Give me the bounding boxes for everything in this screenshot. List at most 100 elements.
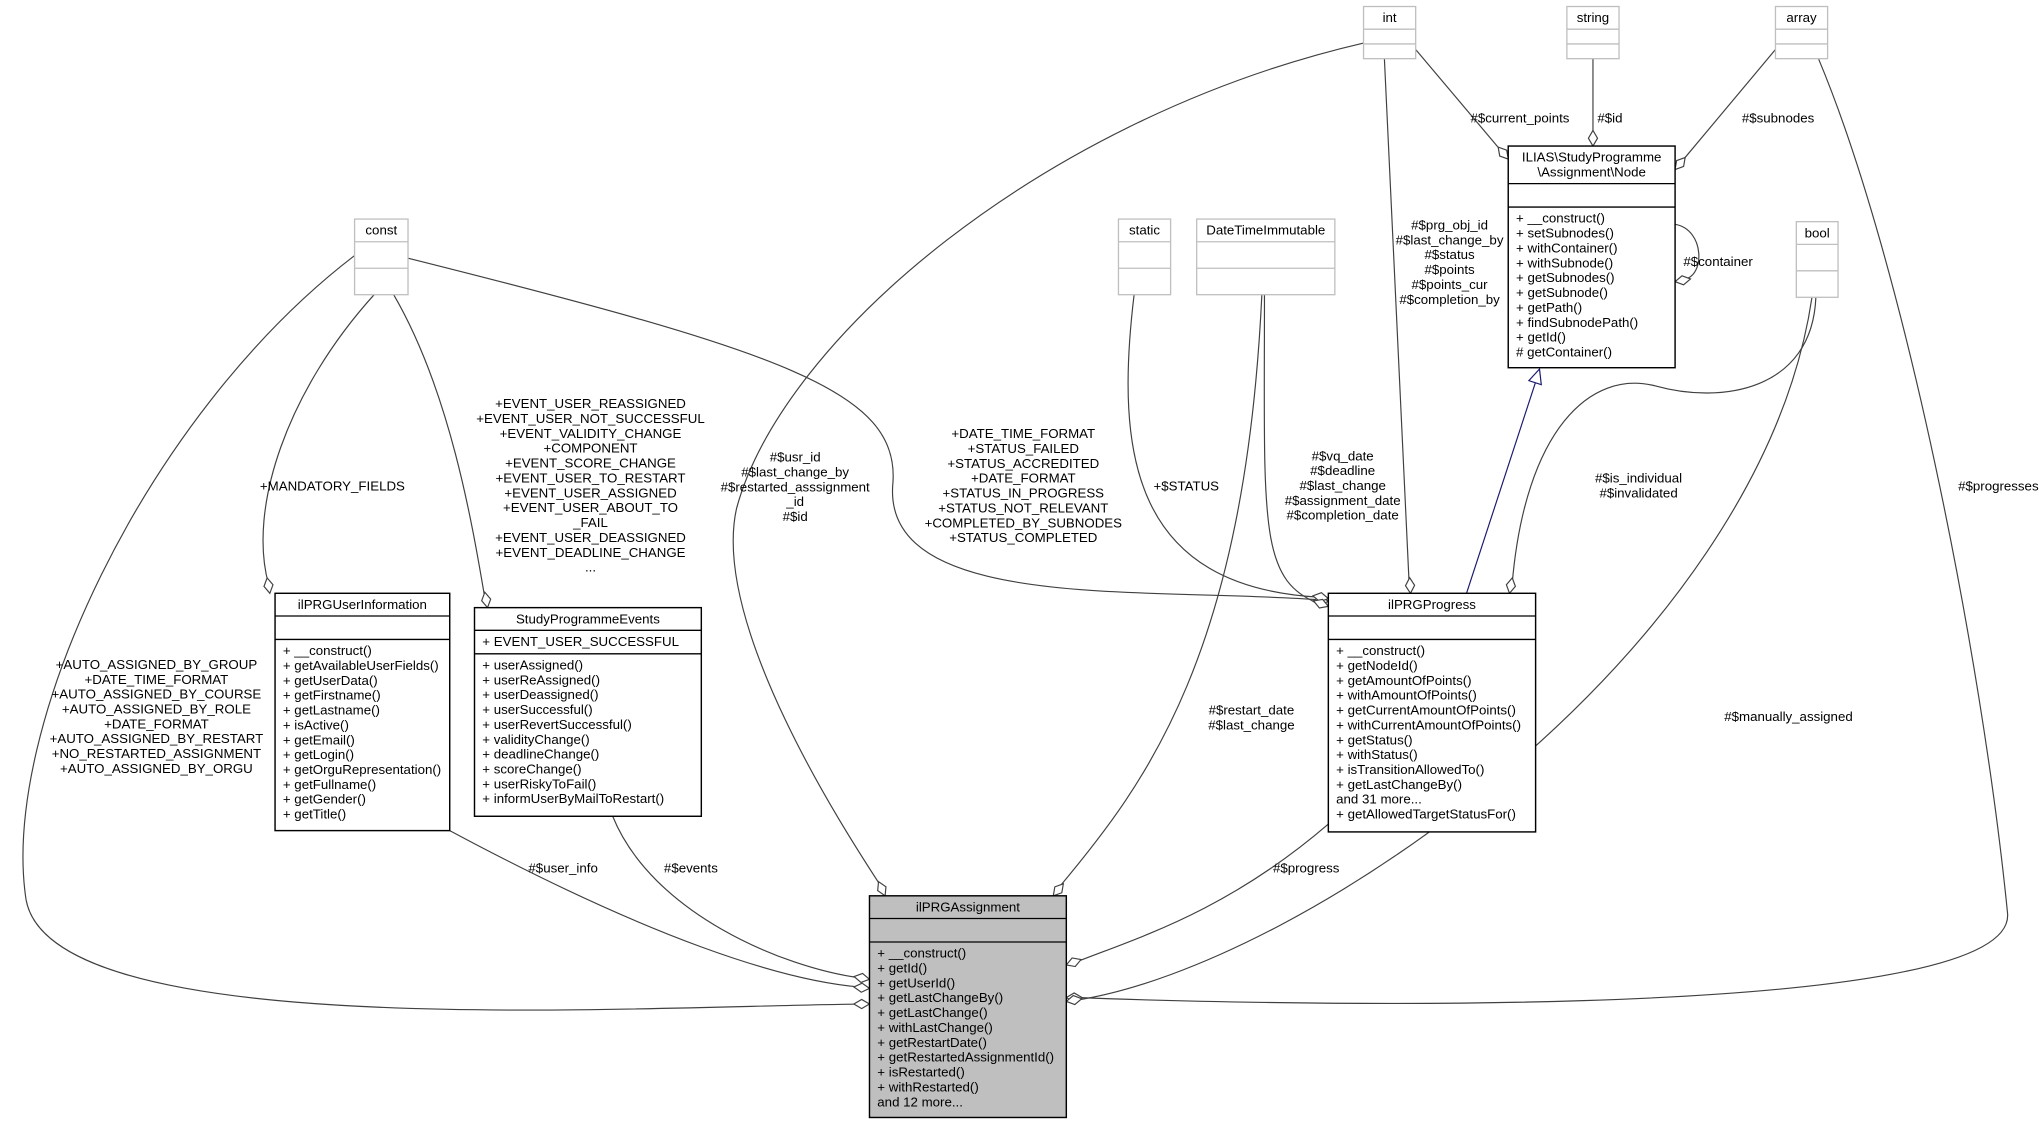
edge-label: #$last_change bbox=[1299, 478, 1385, 493]
class-box-datetime[interactable]: DateTimeImmutable bbox=[1196, 218, 1336, 296]
edge-array-node bbox=[1674, 49, 1776, 171]
aggregation-line bbox=[262, 294, 375, 585]
edge-label: +AUTO_ASSIGNED_BY_ROLE bbox=[62, 702, 251, 717]
class-method: + withLastChange() bbox=[877, 1020, 993, 1035]
edge-label: +EVENT_SCORE_CHANGE bbox=[505, 456, 676, 471]
edge-string-node bbox=[1587, 58, 1599, 148]
edge-label: #$manually_assigned bbox=[1724, 709, 1852, 724]
edge-progress-node bbox=[1465, 367, 1542, 594]
class-method: + __construct() bbox=[283, 643, 372, 658]
edge-int-node bbox=[1415, 49, 1509, 160]
class-method: + withRestarted() bbox=[877, 1079, 978, 1094]
edge-label: #$status bbox=[1424, 247, 1475, 262]
aggregation-line bbox=[612, 816, 861, 979]
class-box-assignment[interactable]: ilPRGAssignment+ __construct()+ getId()+… bbox=[868, 895, 1068, 1119]
class-method: + getAmountOfPoints() bbox=[1336, 673, 1471, 688]
class-box-int[interactable]: int bbox=[1362, 5, 1417, 60]
class-box-frame bbox=[1566, 5, 1620, 60]
class-name: const bbox=[365, 223, 397, 238]
class-box-static[interactable]: static bbox=[1117, 218, 1172, 296]
class-method: + findSubnodePath() bbox=[1516, 315, 1638, 330]
class-method: + getAvailableUserFields() bbox=[283, 658, 439, 673]
aggregation-diamond-icon bbox=[1587, 129, 1599, 148]
class-method: + isTransitionAllowedTo() bbox=[1336, 762, 1484, 777]
edge-label: +$STATUS bbox=[1153, 478, 1219, 493]
class-box-userinfo[interactable]: ilPRGUserInformation+ __construct()+ get… bbox=[274, 592, 451, 832]
class-name: \Assignment\Node bbox=[1537, 165, 1646, 180]
aggregation-diamond-icon bbox=[1052, 882, 1065, 897]
class-name: ilPRGUserInformation bbox=[298, 597, 427, 612]
class-method: + isRestarted() bbox=[877, 1065, 964, 1080]
edge-const-userinfo bbox=[262, 294, 375, 595]
aggregation-line bbox=[1263, 294, 1320, 605]
edge-label: #$current_points bbox=[1471, 111, 1570, 126]
edge-label: #$deadline bbox=[1310, 463, 1375, 478]
edge-const-events bbox=[393, 294, 492, 609]
edge-progress-assignment bbox=[1065, 823, 1329, 968]
class-box-string[interactable]: string bbox=[1566, 5, 1620, 60]
edge-label: +DATE_FORMAT bbox=[971, 471, 1076, 486]
aggregation-diamond-icon bbox=[481, 591, 492, 609]
aggregation-line bbox=[1075, 823, 1329, 963]
class-boxes-layer: const int string array static DateTimeImmutab… bbox=[274, 5, 1839, 1119]
class-box-node[interactable]: ILIAS\StudyProgramme\Assignment\Node+ __… bbox=[1507, 145, 1676, 369]
class-box-frame bbox=[473, 606, 703, 817]
class-method: + getEmail() bbox=[283, 732, 355, 747]
aggregation-line bbox=[407, 257, 1320, 601]
edge-label: #$last_change_by bbox=[1396, 232, 1504, 247]
aggregation-diamond-icon bbox=[852, 972, 871, 984]
aggregation-line bbox=[449, 830, 861, 988]
class-method: + getSubnodes() bbox=[1516, 270, 1615, 285]
class-method: + withSubnode() bbox=[1516, 255, 1613, 270]
edge-label: +STATUS_FAILED bbox=[968, 441, 1079, 456]
class-method: + getAllowedTargetStatusFor() bbox=[1336, 807, 1516, 822]
class-box-frame bbox=[1196, 218, 1336, 296]
edge-datetime-progress bbox=[1263, 294, 1330, 609]
edge-label: #$id bbox=[1597, 111, 1622, 126]
class-box-progress[interactable]: ilPRGProgress+ __construct()+ getNodeId(… bbox=[1327, 592, 1537, 833]
edge-label: +COMPONENT bbox=[543, 441, 637, 456]
class-box-events[interactable]: StudyProgrammeEvents+ EVENT_USER_SUCCESS… bbox=[473, 606, 703, 817]
class-method: + __construct() bbox=[1516, 211, 1605, 226]
edge-events-assignment bbox=[612, 816, 871, 984]
edge-label: +EVENT_VALIDITY_CHANGE bbox=[500, 426, 682, 441]
edge-label: +AUTO_ASSIGNED_BY_COURSE bbox=[52, 687, 262, 702]
class-method: + isActive() bbox=[283, 717, 349, 732]
class-method: + getUserData() bbox=[283, 673, 378, 688]
class-box-frame bbox=[1774, 5, 1829, 60]
edge-label: +AUTO_ASSIGNED_BY_RESTART bbox=[50, 731, 264, 746]
edge-label: +DATE_TIME_FORMAT bbox=[85, 672, 229, 687]
edge-label: #$usr_id bbox=[770, 450, 821, 465]
edge-label: _FAIL bbox=[572, 515, 608, 530]
edge-label: #$last_change bbox=[1208, 717, 1294, 732]
edge-label: #$prg_obj_id bbox=[1411, 217, 1488, 232]
class-method: + getOrguRepresentation() bbox=[283, 762, 441, 777]
class-name: string bbox=[1577, 10, 1609, 25]
edge-label: +DATE_TIME_FORMAT bbox=[951, 426, 1095, 441]
edge-static-progress bbox=[1127, 294, 1330, 603]
edge-label: #$is_individual bbox=[1595, 470, 1682, 485]
aggregation-diamond-icon bbox=[1673, 275, 1692, 286]
edge-label: +DATE_FORMAT bbox=[104, 716, 209, 731]
class-name: ilPRGProgress bbox=[1388, 597, 1476, 612]
edge-label: #$points bbox=[1424, 262, 1475, 277]
edge-label: +AUTO_ASSIGNED_BY_GROUP bbox=[56, 657, 258, 672]
class-method: + getLogin() bbox=[283, 747, 354, 762]
edge-label: #$vq_date bbox=[1312, 448, 1374, 463]
class-method: and 31 more... bbox=[1336, 792, 1422, 807]
class-box-bool[interactable]: bool bbox=[1795, 221, 1839, 298]
edge-label: #$assignment_date bbox=[1285, 493, 1401, 508]
edge-label: +EVENT_USER_REASSIGNED bbox=[495, 396, 686, 411]
class-box-array[interactable]: array bbox=[1774, 5, 1829, 60]
class-name: ilPRGAssignment bbox=[916, 899, 1020, 914]
class-name: static bbox=[1129, 223, 1160, 238]
class-box-const[interactable]: const bbox=[353, 218, 409, 296]
edge-label: +STATUS_IN_PROGRESS bbox=[943, 486, 1105, 501]
aggregation-line bbox=[393, 294, 486, 599]
inheritance-arrowhead-icon bbox=[1527, 367, 1542, 386]
class-method: + userRevertSuccessful() bbox=[482, 717, 631, 732]
class-method: + getId() bbox=[1516, 330, 1566, 345]
class-method: + getId() bbox=[877, 960, 927, 975]
aggregation-diamond-icon bbox=[1065, 994, 1083, 1006]
